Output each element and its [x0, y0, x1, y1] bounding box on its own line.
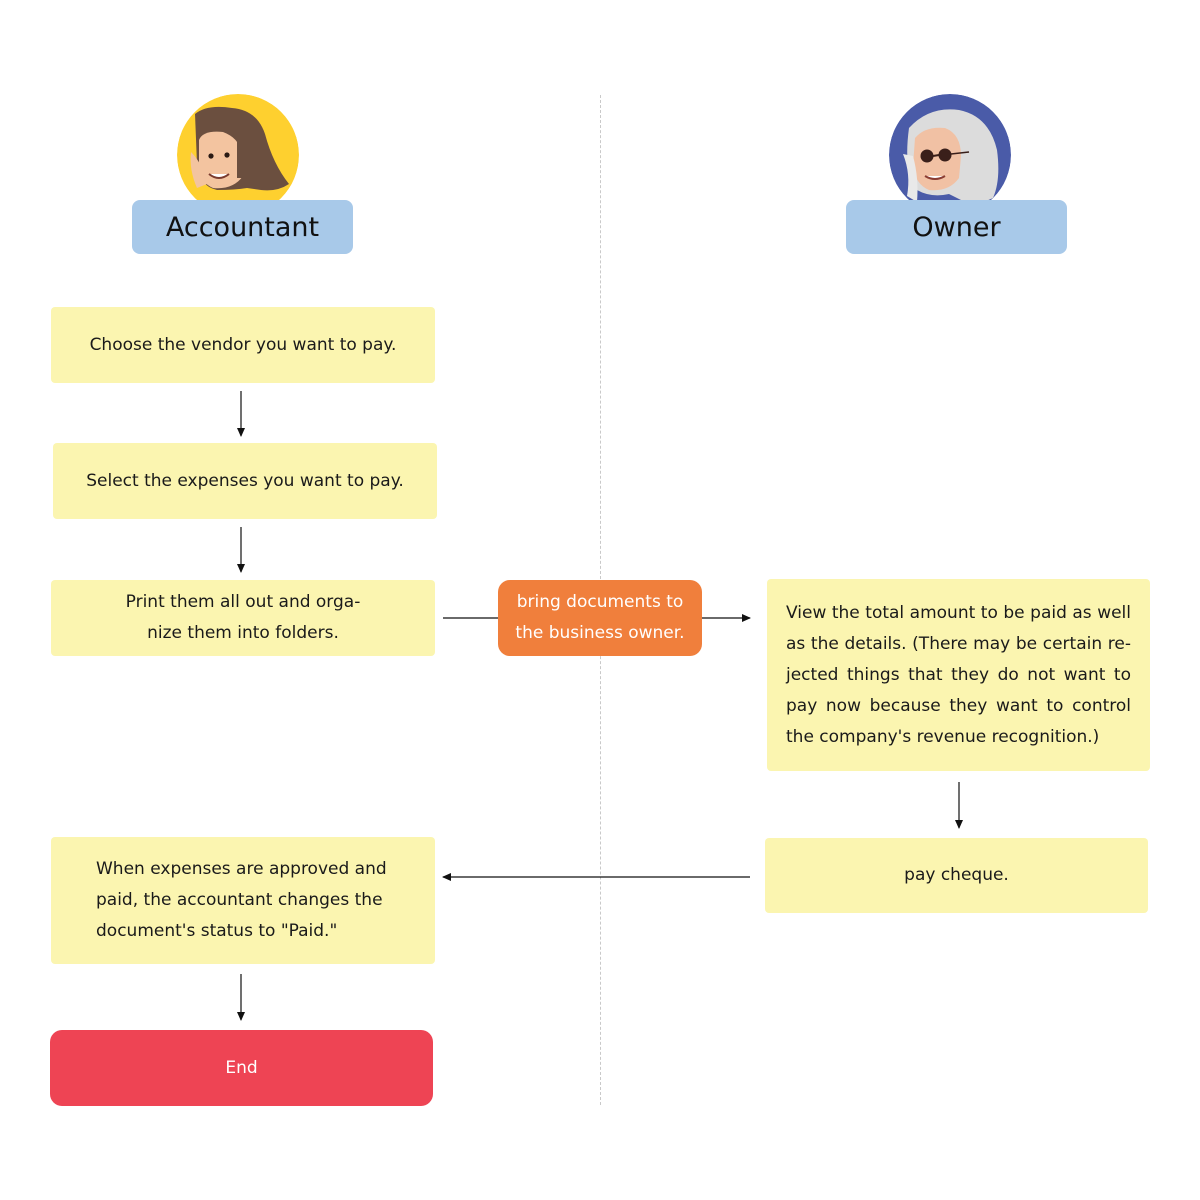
step-print-organize-text: Print them all out and orga- nize them i… [125, 592, 361, 643]
end-terminal: End [50, 1030, 433, 1106]
step-choose-vendor-text: Choose the vendor you want to pay. [89, 334, 397, 355]
step-change-status: When expenses are approved and paid, the… [51, 837, 435, 964]
step-select-expenses-text: Select the expenses you want to pay. [86, 470, 404, 491]
accountant-lane-label: Accountant [132, 200, 353, 254]
owner-lane-label: Owner [846, 200, 1067, 254]
step-view-total-text: View the total amount to be paid as well… [786, 602, 1131, 747]
step-pay-cheque-text: pay cheque. [904, 865, 1009, 885]
step-choose-vendor: Choose the vendor you want to pay. [51, 307, 435, 383]
step-change-status-text: When expenses are approved and paid, the… [96, 859, 387, 941]
handoff-note: bring documents to the business owner. [498, 580, 702, 656]
elderly-woman-sunglasses-avatar-icon [889, 94, 1011, 216]
step-pay-cheque: pay cheque. [765, 838, 1148, 913]
woman-avatar-icon [177, 94, 299, 216]
step-select-expenses: Select the expenses you want to pay. [53, 443, 437, 519]
end-terminal-text: End [225, 1058, 258, 1078]
handoff-note-text: bring documents to the business owner. [515, 592, 685, 643]
step-view-total: View the total amount to be paid as well… [767, 579, 1150, 771]
step-print-organize: Print them all out and orga- nize them i… [51, 580, 435, 656]
